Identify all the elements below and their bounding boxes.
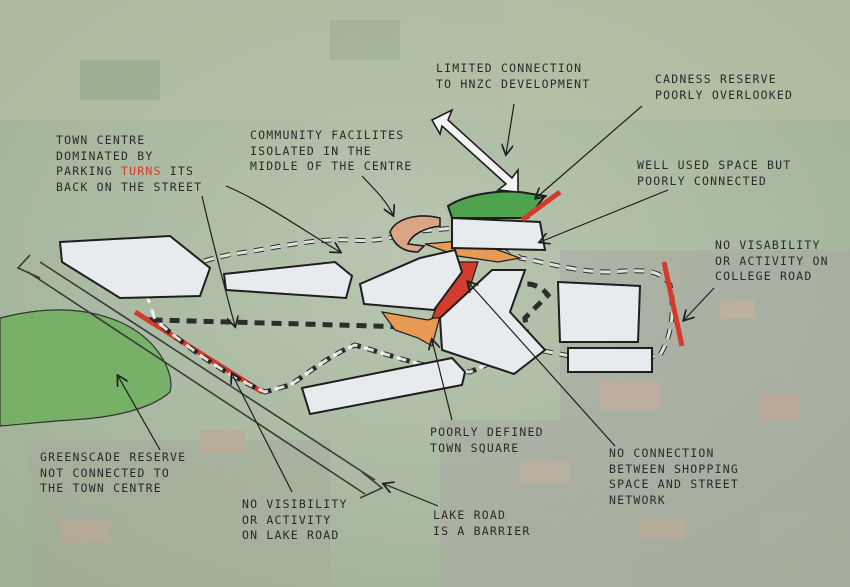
note-line: on Lake Road [242,528,340,542]
note-line: parking turns its [56,164,202,180]
note-college-road: No visability or activity on College Roa… [715,238,829,285]
hnzc-connection-arrow [430,108,519,193]
note-line: College Road [715,269,813,283]
town-centre-boundary-fill [146,226,674,394]
note-line: Poorly defined [430,425,544,439]
note-line: or activity on [715,253,829,268]
note-line: Community facilites [250,128,405,142]
note-line: Cadness reserve [655,72,777,86]
college-road-red-edge [661,261,685,347]
note-line: or activity [242,512,332,527]
note-word: parking [56,164,113,178]
note-line: space and street [609,477,739,491]
note-cadness-reserve: Cadness reserve poorly overlooked [655,72,793,103]
note-line: middle of the centre [250,159,413,173]
note-line: poorly overlooked [655,87,794,102]
note-line: dominated by [56,148,154,163]
cadness-red-edge [520,189,562,223]
building-supermarket-west [58,234,212,300]
building-college-road [556,280,642,343]
note-hnzc: Limited connection to HNZC development [436,61,590,92]
note-line: the town centre [40,481,162,495]
note-community-facilities: Community facilites isolated in the midd… [250,128,412,175]
note-line: No connection [609,446,715,460]
note-shopping-connection: No connection between shopping space and… [609,446,739,508]
building-north-block [451,216,547,252]
note-line: poorly connected [637,173,767,188]
note-line: to HNZC development [436,76,591,91]
note-line: Lake Road [433,508,507,522]
note-word-highlight: turns [121,164,162,178]
building-college-strip [567,347,653,373]
note-lake-road-visibility: No visibility or activity on Lake Road [242,497,348,544]
note-lake-road-barrier: Lake Road is a barrier [433,508,530,539]
note-town-square: Poorly defined town square [430,425,544,456]
note-line: not connected to [40,465,170,480]
note-word: its [169,164,195,178]
building-central-mall [358,248,464,312]
leader-lines [118,103,715,507]
note-line: Limited connection [436,61,583,75]
note-line: No visibility [242,497,348,511]
note-line: is a barrier [433,523,531,538]
note-line: network [609,492,666,507]
note-line: Well used space but [637,158,792,172]
building-east-mall [438,269,547,376]
building-south-strip [300,356,467,416]
building-west-strip [222,260,354,300]
note-greenscade-reserve: Greenscade reserve not connected to the … [40,450,186,497]
note-town-centre: Town centre dominated by parking turns i… [56,133,202,195]
note-line: between shopping [609,461,739,476]
note-line: back on the street [56,179,203,194]
note-line: No visability [715,238,821,252]
buildings [58,216,653,416]
note-well-used-space: Well used space but poorly connected [637,158,791,189]
community-facility-building [389,215,441,253]
note-line: town square [430,440,520,455]
note-line: Town centre [56,133,146,147]
note-line: isolated in the [250,143,372,158]
note-line: Greenscade reserve [40,450,187,464]
